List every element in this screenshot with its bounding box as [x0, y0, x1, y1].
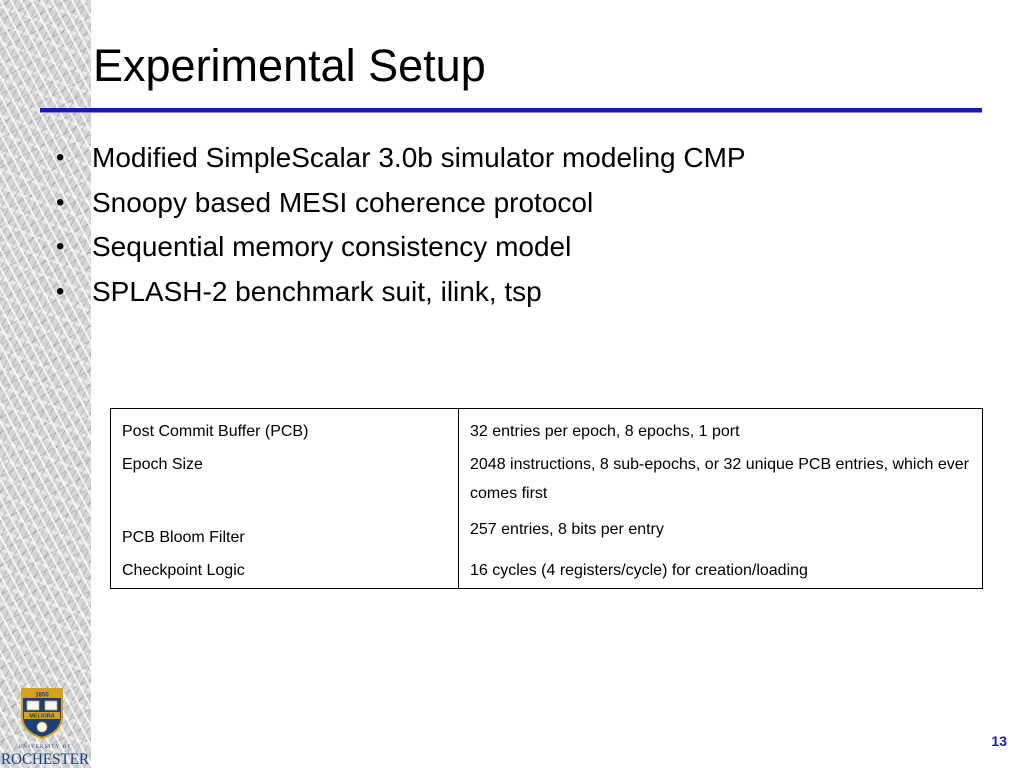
table-cell-param: PCB Bloom Filter [110, 514, 459, 556]
table-cell-value: 32 entries per epoch, 8 epochs, 1 port [470, 423, 740, 440]
book-icon [26, 700, 40, 711]
bullet-icon: • [56, 277, 65, 305]
bullet-item: • Modified SimpleScalar 3.0b simulator mo… [52, 136, 746, 181]
university-logo: 1850 MELIORA UNIVERSITY OF ROCHESTER [1, 688, 89, 768]
logo-wordmark: ROCHESTER [1, 751, 89, 768]
config-table: Post Commit Buffer (PCB) 32 entries per … [110, 408, 983, 589]
table-row: Epoch Size 2048 instructions, 8 sub-epoc… [110, 450, 983, 515]
table-cell-value: 16 cycles (4 registers/cycle) for creati… [470, 561, 808, 579]
table-row: Post Commit Buffer (PCB) 32 entries per … [110, 408, 983, 451]
table-cell-value: 257 entries, 8 bits per entry [470, 520, 664, 538]
bullet-text: Snoopy based MESI coherence protocol [92, 186, 594, 218]
title-underline [40, 108, 982, 113]
logo-motto: MELIORA [29, 714, 54, 720]
page-number: 13 [991, 733, 1007, 749]
table-cell-param: Epoch Size [110, 450, 459, 515]
lamp-icon [36, 721, 48, 733]
bullet-icon: • [56, 188, 65, 216]
bullet-icon: • [56, 233, 65, 260]
book-icon [44, 700, 58, 711]
shield-chief [22, 689, 62, 698]
bullet-text: Modified SimpleScalar 3.0b simulator mod… [92, 142, 746, 173]
motto-banner [24, 712, 60, 719]
table-cell-value: 2048 instructions, 8 sub-epochs, or 32 u… [470, 456, 969, 503]
logo-year: 1850 [35, 693, 49, 699]
table-cell-param: Checkpoint Logic [110, 555, 459, 589]
slide-title: Experimental Setup [93, 40, 486, 91]
table-row: Checkpoint Logic 16 cycles (4 registers/… [110, 555, 983, 589]
bullet-list: • Modified SimpleScalar 3.0b simulator mo… [52, 136, 746, 314]
marble-sidebar [0, 0, 91, 768]
bullet-item: • SPLASH-2 benchmark suit, ilink, tsp [52, 270, 746, 315]
bullet-icon: • [56, 144, 65, 171]
table-row: PCB Bloom Filter 257 entries, 8 bits per… [110, 514, 983, 556]
table-cell-param: Post Commit Buffer (PCB) [110, 408, 459, 451]
bullet-text: SPLASH-2 benchmark suit, ilink, tsp [92, 275, 542, 307]
bullet-item: • Sequential memory consistency model [52, 225, 746, 270]
logo-arc-text: UNIVERSITY OF [18, 745, 71, 750]
bullet-text: Sequential memory consistency model [92, 231, 572, 262]
bullet-item: • Snoopy based MESI coherence protocol [52, 181, 746, 226]
